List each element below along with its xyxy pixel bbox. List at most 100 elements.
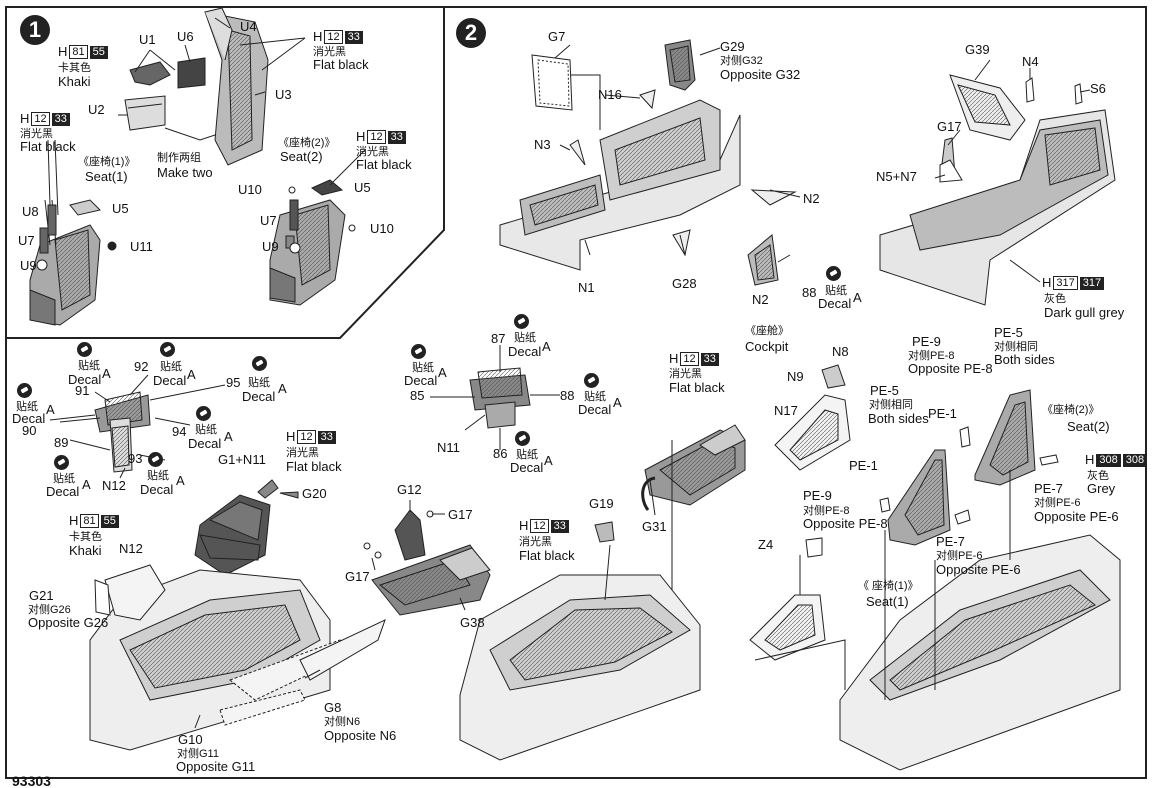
make-two-cn: 制作两组 xyxy=(157,152,201,164)
paint-grey-cn: 灰色 xyxy=(1044,293,1066,305)
part-label-u1: U1 xyxy=(139,32,156,47)
decal-icon xyxy=(160,342,175,357)
decal-87: 87 xyxy=(491,331,506,346)
part-label-n2-cockpit: N2 xyxy=(752,292,769,307)
step5-drawing xyxy=(459,364,1121,771)
part-label-u6: U6 xyxy=(177,29,194,44)
part-label-g17: G17 xyxy=(937,119,962,134)
decal-en: Decal xyxy=(140,482,174,497)
part-label-u5: U5 xyxy=(354,180,371,195)
paint-black-cn: 消光黑 xyxy=(313,46,346,58)
paint-grey-cn: 灰色 xyxy=(1087,470,1109,482)
seat2-en: Seat(2) xyxy=(1067,419,1110,434)
decal-icon xyxy=(584,373,599,388)
part-label-g21-cn: 对侧G26 xyxy=(28,604,71,616)
decal-icon xyxy=(77,342,92,357)
part-label-n5-n7: N5+N7 xyxy=(876,169,917,184)
step4-drawing xyxy=(363,345,560,616)
part-label-u11: U11 xyxy=(130,239,153,254)
part-label-pe9: PE-9 xyxy=(803,488,832,503)
paint-khaki-cn: 卡其色 xyxy=(69,531,102,543)
step2b-drawing xyxy=(879,59,1116,306)
decal-86: 86 xyxy=(493,446,508,461)
cockpit-en: Cockpit xyxy=(745,339,789,354)
paint-black-en: Flat black xyxy=(286,459,342,474)
decal-cn: 贴纸 xyxy=(195,424,217,436)
decal-cn: 贴纸 xyxy=(147,470,169,482)
decal-icon xyxy=(826,266,841,281)
decal-en: Decal xyxy=(510,460,544,475)
part-label-u8: U8 xyxy=(22,204,39,219)
part-label-u7: U7 xyxy=(18,233,35,248)
decal-94: 94 xyxy=(172,424,187,439)
paint-black-en: Flat black xyxy=(669,380,725,395)
decal-icon xyxy=(514,314,529,329)
decal-88: 88 xyxy=(560,388,575,403)
decal-cn: 贴纸 xyxy=(53,473,75,485)
seat2-cn: 《座椅(2)》 xyxy=(1042,404,1100,416)
part-label-pe9-en: Opposite PE-8 xyxy=(908,361,993,376)
part-label-g8: G8 xyxy=(324,700,342,715)
decal-en: Decal xyxy=(188,436,222,451)
step3-drawing xyxy=(49,374,386,751)
paint-khaki-cn: 卡其色 xyxy=(58,62,91,74)
paint-black-en: Flat black xyxy=(356,157,412,172)
part-label-g10: G10 xyxy=(178,732,203,747)
part-label-pe7-en: Opposite PE-6 xyxy=(936,562,1021,577)
part-label-g8-cn: 对侧N6 xyxy=(324,716,361,728)
decal-icon xyxy=(54,455,69,470)
decal-85: 85 xyxy=(410,388,425,403)
paint-black-cn: 消光黑 xyxy=(669,368,702,380)
decal-sheet-a: A xyxy=(224,429,233,444)
part-label-pe5: PE-5 xyxy=(994,325,1023,340)
seat1-en: Seat(1) xyxy=(866,594,909,609)
seat1-en: Seat(1) xyxy=(85,169,128,184)
decal-icon xyxy=(411,344,426,359)
decal-sheet-a: A xyxy=(613,395,622,410)
decal-sheet-a: A xyxy=(544,453,553,468)
paint-black-en: Flat black xyxy=(519,548,575,563)
part-label-pe1: PE-1 xyxy=(849,458,878,473)
decal-cn: 贴纸 xyxy=(584,391,606,403)
decal-cn: 贴纸 xyxy=(825,285,847,297)
part-label-pe5: PE-5 xyxy=(870,383,899,398)
part-label-u4: U4 xyxy=(240,19,257,34)
part-label-n16: N16 xyxy=(598,87,622,102)
decal-en: Decal xyxy=(404,373,438,388)
decal-91: 91 xyxy=(75,383,90,398)
decal-sheet-a: A xyxy=(853,290,862,305)
part-label-g7: G7 xyxy=(548,29,566,44)
part-label-n12: N12 xyxy=(102,478,126,493)
part-label-z4: Z4 xyxy=(758,537,774,552)
part-label-pe7-cn: 对侧PE-6 xyxy=(936,550,983,562)
part-label-u3: U3 xyxy=(275,87,292,102)
decal-sheet-a: A xyxy=(542,339,551,354)
decal-en: Decal xyxy=(242,389,276,404)
decal-icon xyxy=(17,383,32,398)
decal-en: Decal xyxy=(578,402,612,417)
paint-grey-en: Dark gull grey xyxy=(1044,305,1125,320)
decal-89: 89 xyxy=(54,435,69,450)
part-label-n9: N9 xyxy=(787,369,804,384)
paint-khaki-en: Khaki xyxy=(58,74,91,89)
decal-93: 93 xyxy=(128,451,143,466)
part-label-g19: G19 xyxy=(589,496,614,511)
part-label-n12-b: N12 xyxy=(119,541,143,556)
part-label-pe9-cn: 对侧PE-8 xyxy=(908,350,955,362)
decal-en: Decal xyxy=(46,484,80,499)
part-label-n11: N11 xyxy=(437,440,460,455)
part-label-pe1: PE-1 xyxy=(928,406,957,421)
part-label-pe7: PE-7 xyxy=(936,534,965,549)
part-label-n3: N3 xyxy=(534,137,551,152)
part-label-g8-en: Opposite N6 xyxy=(324,728,397,743)
part-label-pe7-en: Opposite PE-6 xyxy=(1034,509,1119,524)
decal-icon xyxy=(252,356,267,371)
paint-black-cn: 消光黑 xyxy=(356,146,389,158)
part-label-u10: U10 xyxy=(238,182,262,197)
part-label-g29: G29 xyxy=(720,39,745,54)
seat2-en: Seat(2) xyxy=(280,149,323,164)
